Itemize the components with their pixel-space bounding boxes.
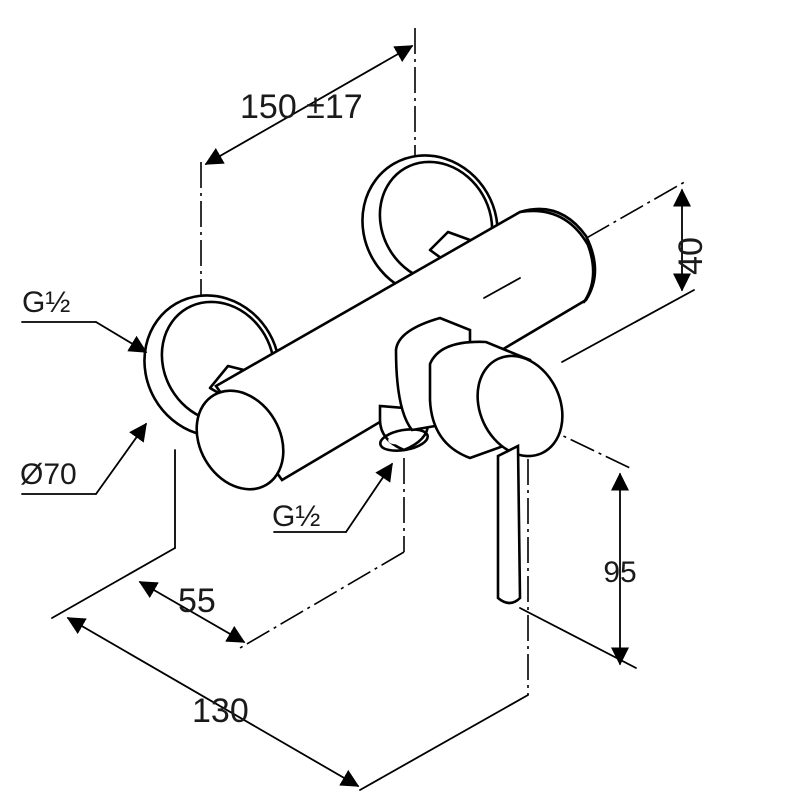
callout-labels: G½ Ø70 G½	[20, 286, 320, 533]
rosette-diameter-label: Ø70	[20, 458, 77, 491]
dim-95-label: 95	[603, 556, 636, 589]
dimension-labels: 150 ±17 40 95 55 130	[178, 88, 710, 730]
dim-40-label: 40	[672, 237, 710, 275]
inlet-thread-label: G½	[22, 286, 70, 319]
callout-leaders	[21, 321, 393, 533]
lever-handle	[496, 443, 522, 605]
dim-130-label: 130	[192, 692, 249, 730]
outlet-thread-label: G½	[272, 500, 320, 533]
dimension-lines	[66, 45, 691, 787]
dim-55-label: 55	[178, 582, 216, 620]
lever-hub	[394, 316, 564, 460]
dim-width-label: 150 ±17	[240, 88, 363, 126]
